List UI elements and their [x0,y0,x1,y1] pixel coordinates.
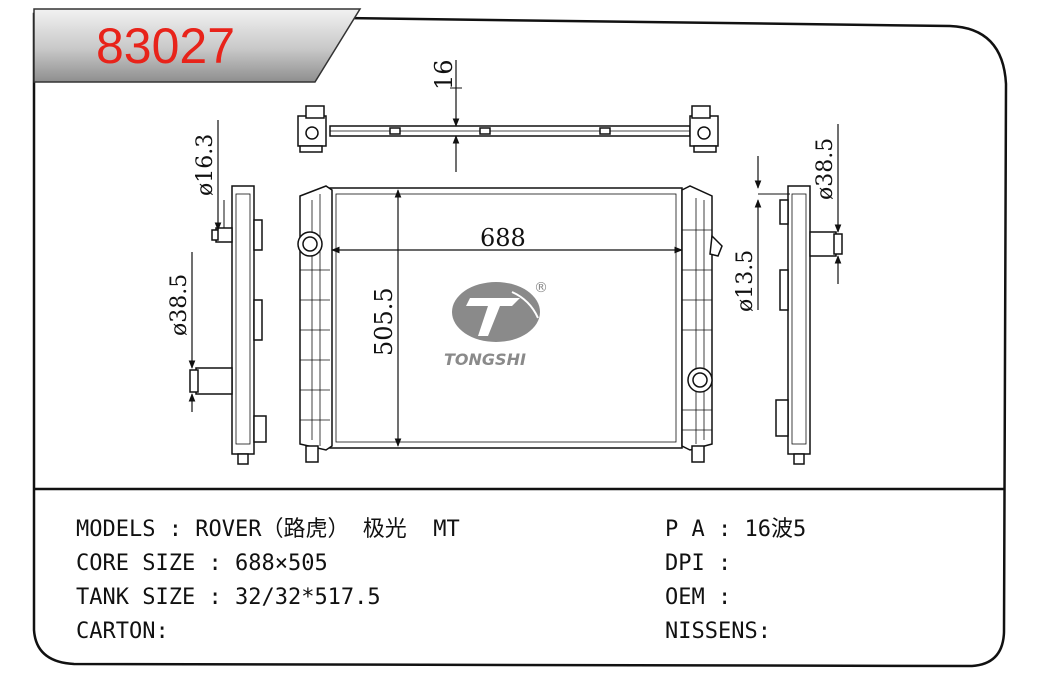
spec-core-size: CORE SIZE : 688×505 [76,551,328,576]
spec-models: MODELS : ROVER（路虎） 极光 MT [76,517,460,542]
logo-brand: TONGSHI [444,350,526,369]
dim-left-inlet: ø38.5 [167,274,192,336]
nissens-label: NISSENS: [665,619,771,644]
outer-frame [32,12,1008,668]
right-side-view [775,185,843,465]
spec-dpi: DPI : [665,551,732,576]
spec-nissens: NISSENS: [665,621,771,643]
part-number: 83027 [96,18,235,74]
tank-size-label: TANK SIZE [76,585,196,610]
tongshi-logo: ® TONGSHI [444,280,548,369]
dim-top-thickness: 16 [430,59,458,90]
dim-left-outlet: ø16.3 [193,134,218,196]
dpi-label: DPI [665,551,705,576]
part-number-tab [33,8,362,83]
dim-right-small: ø13.5 [733,250,758,312]
core-size-value: 688×505 [234,551,328,576]
models-value: ROVER（路虎） 极光 MT [195,517,460,542]
models-label: MODELS [76,517,156,542]
spec-carton: CARTON: [76,621,169,643]
spec-pa: P A : 16波5 [665,517,807,542]
dim-right-inlet: ø38.5 [813,138,838,200]
spec-oem: OEM : [665,585,732,610]
tank-ribs [300,229,712,431]
pa-value: 16波5 [744,517,807,542]
top-view [297,105,719,153]
spec-tank-size: TANK SIZE : 32/32*517.5 [76,585,381,610]
left-side-view [189,185,267,465]
dim-core-height: 505.5 [370,287,398,356]
oem-label: OEM [665,585,705,610]
dim-core-width: 688 [480,224,526,252]
pa-label: P A [665,517,705,542]
core-size-label: CORE SIZE [76,551,196,576]
tank-size-value: 32/32*517.5 [234,585,381,610]
carton-label: CARTON: [76,619,169,644]
logo-registered-mark: ® [534,280,548,296]
